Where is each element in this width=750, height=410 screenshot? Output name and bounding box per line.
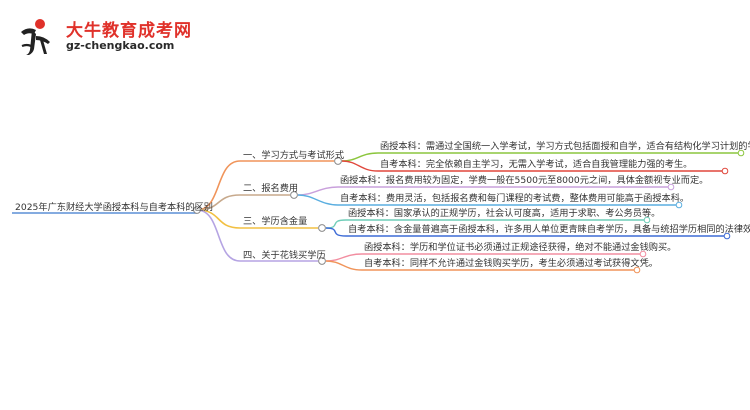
branch-1-leaf-1-curve <box>341 152 379 162</box>
branch-2-leaf-1-end-dot <box>667 183 675 191</box>
branch-4-leaf-2-curve <box>325 260 363 271</box>
branch-1-leaf-1-end-dot <box>737 149 745 157</box>
branch-4-curve <box>196 209 241 262</box>
branch-2-leaf-2[interactable]: 自考本科：费用灵活，包括报名费和每门课程的考试费，整体费用可能高于函授本科。 <box>340 193 690 204</box>
logo-site-url: gz-chengkao.com <box>66 39 175 52</box>
branch-2-leaf-1-curve <box>297 186 339 196</box>
branch-3-leaf-2-end-dot <box>723 232 731 240</box>
branch-4-leaf-1-end-dot <box>639 250 647 258</box>
branch-3-title[interactable]: 三、学历含金量 <box>243 216 308 227</box>
branch-1-title[interactable]: 一、学习方式与考试形式 <box>243 150 345 161</box>
branch-4-leaf-1[interactable]: 函授本科：学历和学位证书必须通过正规途径获得，绝对不能通过金钱购买。 <box>364 242 677 253</box>
branch-4-leaf-1-curve <box>325 253 363 262</box>
root-node <box>193 206 201 214</box>
bull-logo-icon <box>21 19 50 55</box>
branch-3-leaf-1-end-dot <box>643 216 651 224</box>
site-logo[interactable]: 大牛教育成考网 gz-chengkao.com <box>14 14 214 58</box>
branch-3-leaf-1-curve <box>325 219 347 229</box>
branch-1-leaf-2-end-dot <box>721 167 729 175</box>
branch-4-title[interactable]: 四、关于花钱买学历 <box>243 250 326 261</box>
branch-2-leaf-2-end-dot <box>675 201 683 209</box>
branch-1-node <box>334 157 342 165</box>
branch-1-curve <box>196 160 241 211</box>
branch-4-node <box>318 257 326 265</box>
branch-3-leaf-1[interactable]: 函授本科：国家承认的正规学历，社会认可度高，适用于求职、考公务员等。 <box>348 208 661 219</box>
branch-2-curve <box>196 194 241 211</box>
branch-3-node <box>318 224 326 232</box>
branch-2-node <box>290 191 298 199</box>
branch-3-leaf-2[interactable]: 自考本科：含金量普遍高于函授本科，许多用人单位更青睐自考学历，具备与统招学历相同… <box>348 224 750 235</box>
branch-2-leaf-2-curve <box>297 194 339 206</box>
branch-4-leaf-2-end-dot <box>633 266 641 274</box>
branch-1-leaf-1[interactable]: 函授本科：需通过全国统一入学考试，学习方式包括面授和自学，适合有结构化学习计划的… <box>380 141 750 152</box>
branch-4-leaf-2[interactable]: 自考本科：同样不允许通过金钱购买学历，考生必须通过考试获得文凭。 <box>364 258 658 269</box>
logo-site-name: 大牛教育成考网 <box>66 21 192 41</box>
branch-2-leaf-1[interactable]: 函授本科：报名费用较为固定，学费一般在5500元至8000元之间，具体金额视专业… <box>340 175 709 186</box>
branch-1-leaf-2[interactable]: 自考本科：完全依赖自主学习，无需入学考试，适合自我管理能力强的考生。 <box>380 159 693 170</box>
branch-2-title[interactable]: 二、报名费用 <box>243 183 299 194</box>
mindmap-root[interactable]: 2025年广东财经大学函授本科与自考本科的区别 <box>15 202 213 213</box>
branch-3-leaf-2-curve <box>325 227 347 237</box>
branch-1-leaf-2-curve <box>341 160 379 172</box>
